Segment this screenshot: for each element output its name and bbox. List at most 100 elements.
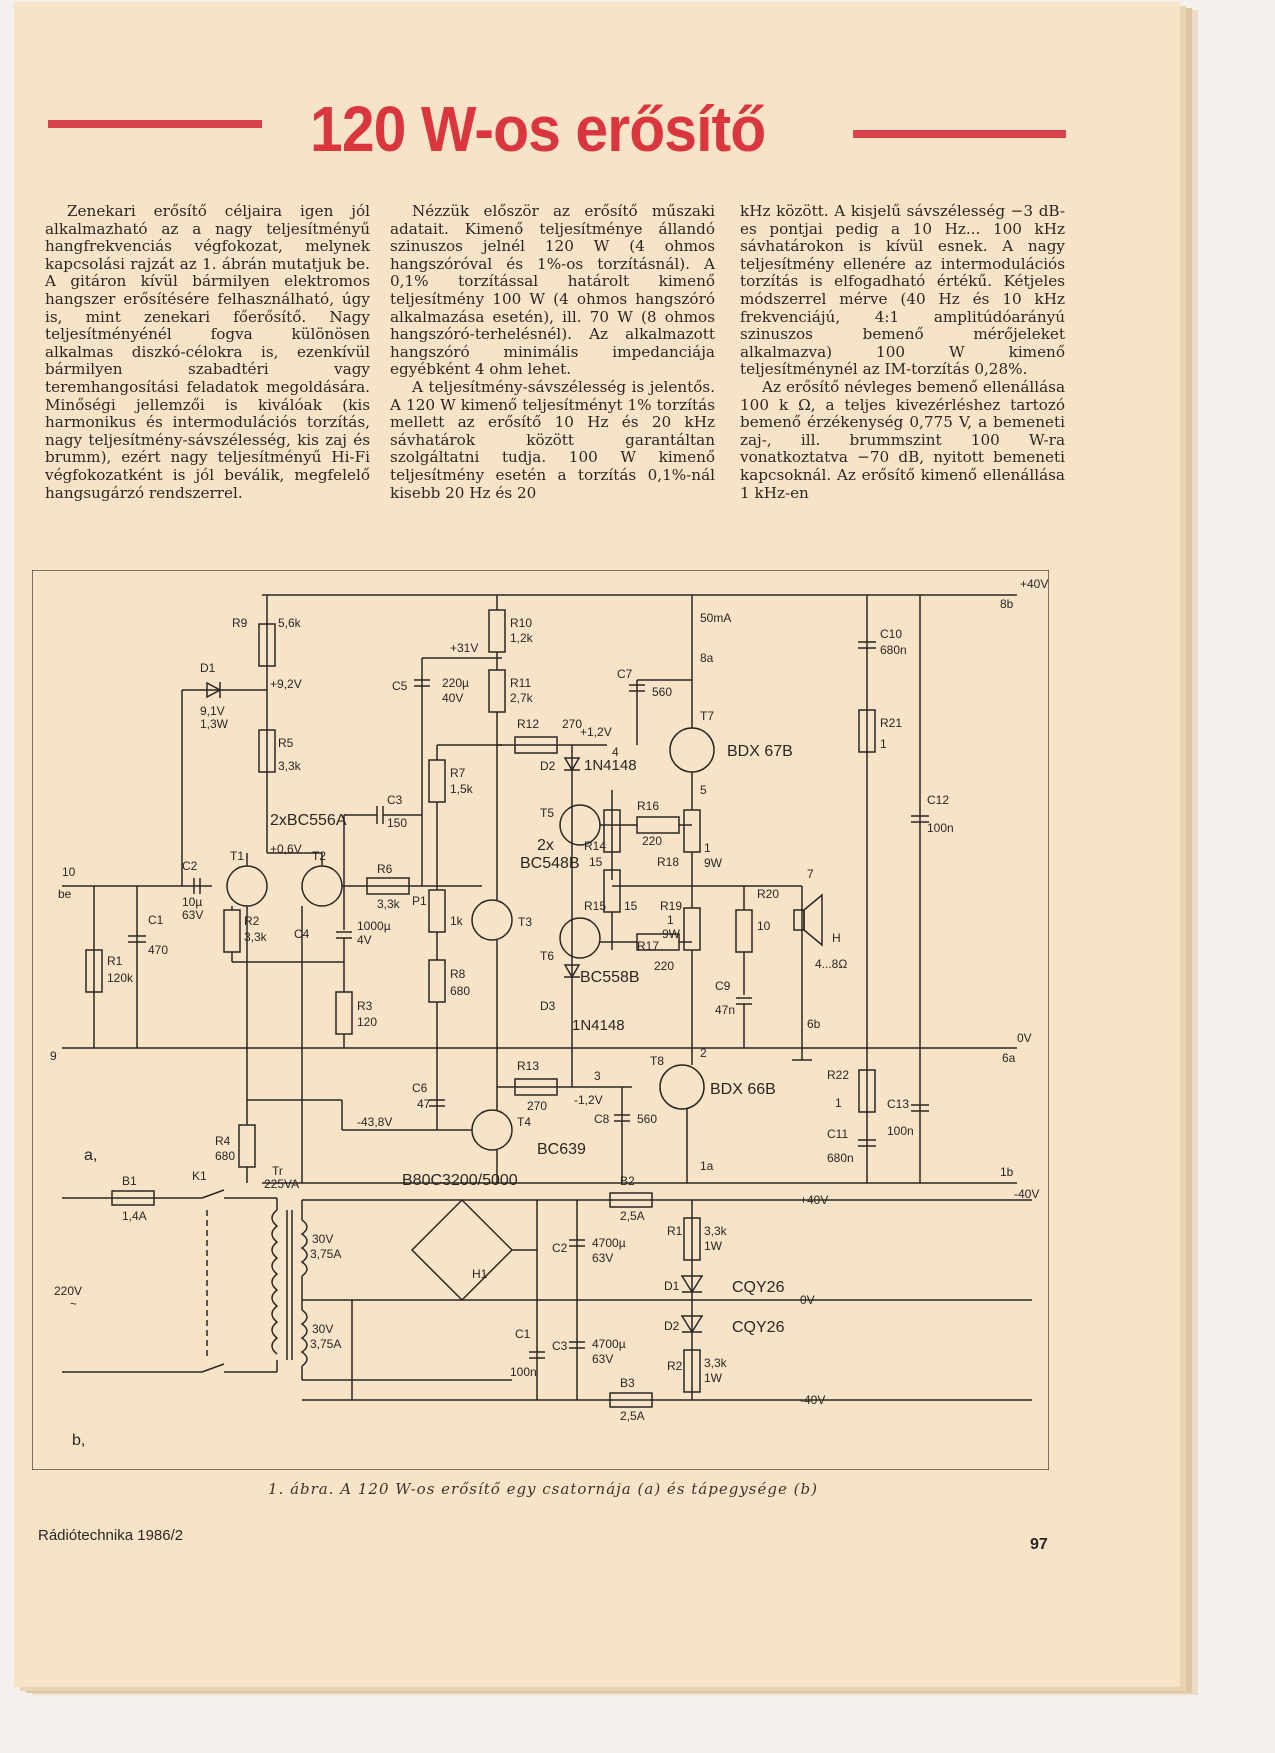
- label: 10: [62, 865, 76, 879]
- label: R9: [232, 616, 248, 630]
- diode-D3: [563, 964, 581, 979]
- figure-caption: 1. ábra. A 120 W-os erősítő egy csatorná…: [268, 1480, 818, 1498]
- label: 220µ: [442, 676, 469, 690]
- label: 120k: [107, 971, 134, 985]
- label: D2: [664, 1319, 680, 1333]
- label: 3,3k: [704, 1224, 728, 1238]
- label: H1: [472, 1267, 488, 1281]
- label: R15: [584, 899, 606, 913]
- resistor-R5: [258, 729, 276, 773]
- label: 120: [357, 1015, 377, 1029]
- resistor-R9: [258, 623, 276, 667]
- paragraph: kHz között. A kisjelű sávszélesség −3 dB…: [740, 202, 1065, 379]
- label: 2,5A: [620, 1209, 645, 1223]
- label: C3: [552, 1339, 568, 1353]
- label: 560: [637, 1112, 657, 1126]
- resistor-R6: [366, 877, 410, 895]
- label: CQY26: [732, 1279, 785, 1296]
- label: R11: [510, 676, 531, 690]
- label: -43,8V: [357, 1115, 392, 1129]
- label: C3: [387, 793, 403, 807]
- fuse-B2: [609, 1192, 653, 1208]
- text-column-1: Zenekari erősítő céljaira igen jól alkal…: [45, 202, 370, 502]
- label: 220V: [54, 1284, 82, 1298]
- label: 5: [700, 783, 707, 797]
- title-rule-left: [48, 120, 262, 128]
- label: 1a: [700, 1159, 714, 1173]
- resistor-R1: [85, 949, 103, 993]
- label: BC558B: [580, 969, 640, 986]
- label: R3: [357, 999, 373, 1013]
- label: B80C3200/5000: [402, 1172, 518, 1189]
- transformer-primary: [271, 1209, 279, 1355]
- label: R19: [660, 899, 682, 913]
- label: C12: [927, 793, 949, 807]
- label: 1: [880, 737, 887, 751]
- label: 225VA: [264, 1177, 299, 1191]
- label: 63V: [592, 1251, 613, 1265]
- label: T2: [312, 849, 326, 863]
- label: -40V: [800, 1393, 825, 1407]
- label: 3,3k: [704, 1356, 728, 1370]
- transformer-secondary-2: [300, 1309, 308, 1367]
- label: Tr: [272, 1164, 283, 1178]
- led-D1: [680, 1275, 704, 1294]
- resistor-R20: [735, 909, 753, 953]
- label: R13: [517, 1059, 539, 1073]
- magazine-page: [14, 2, 1180, 1687]
- label: 1,2k: [510, 631, 534, 645]
- label: +0,6V: [270, 842, 302, 856]
- label: +31V: [450, 641, 478, 655]
- label: R22: [827, 1068, 849, 1082]
- label: D1: [664, 1279, 680, 1293]
- label: 680n: [880, 643, 907, 657]
- paragraph: Zenekari erősítő céljaira igen jól alkal…: [45, 202, 370, 502]
- label: 15: [624, 899, 638, 913]
- resistor-R12: [514, 736, 558, 754]
- label: 220: [654, 959, 674, 973]
- label: C7: [617, 667, 633, 681]
- page-number: 97: [1030, 1536, 1048, 1553]
- label: +9,2V: [270, 677, 302, 691]
- label: C6: [412, 1081, 428, 1095]
- label: D3: [540, 999, 556, 1013]
- label: B2: [620, 1174, 635, 1188]
- diode-D2: [563, 757, 581, 772]
- label: 47: [417, 1097, 431, 1111]
- zener-D1: [206, 681, 222, 699]
- label: +1,2V: [580, 725, 612, 739]
- fuse-B1: [111, 1190, 155, 1206]
- resistor-R2-psu: [683, 1349, 701, 1393]
- label: 1: [704, 841, 711, 855]
- label: D2: [540, 759, 556, 773]
- bridge-rectifier-H1: [410, 1198, 514, 1302]
- title-rule-right: [853, 130, 1066, 138]
- label: -40V: [1014, 1187, 1039, 1201]
- label: R16: [637, 799, 659, 813]
- label: R5: [278, 736, 294, 750]
- label: 4V: [357, 933, 372, 947]
- text-column-3: kHz között. A kisjelű sávszélesség −3 dB…: [740, 202, 1065, 502]
- label: 1N4148: [572, 1017, 625, 1034]
- label: 3,3k: [377, 897, 401, 911]
- resistor-R19: [683, 907, 701, 951]
- label: 680: [450, 984, 470, 998]
- resistor-R10: [488, 609, 506, 653]
- resistor-R3: [335, 991, 353, 1035]
- label: K1: [192, 1169, 207, 1183]
- label: 7: [807, 867, 814, 881]
- label: R17: [637, 939, 659, 953]
- label: 8b: [1000, 597, 1014, 611]
- label: a,: [84, 1147, 97, 1164]
- resistor-R2: [223, 909, 241, 953]
- label: +40V: [800, 1193, 828, 1207]
- label: 1W: [704, 1371, 723, 1385]
- label: 1: [835, 1096, 842, 1110]
- label: b,: [72, 1432, 85, 1449]
- label: 1,5k: [450, 782, 474, 796]
- label: C11: [827, 1127, 848, 1141]
- label: 63V: [182, 908, 203, 922]
- label: R1: [107, 954, 123, 968]
- label: 100n: [927, 821, 954, 835]
- label: C2: [552, 1241, 568, 1255]
